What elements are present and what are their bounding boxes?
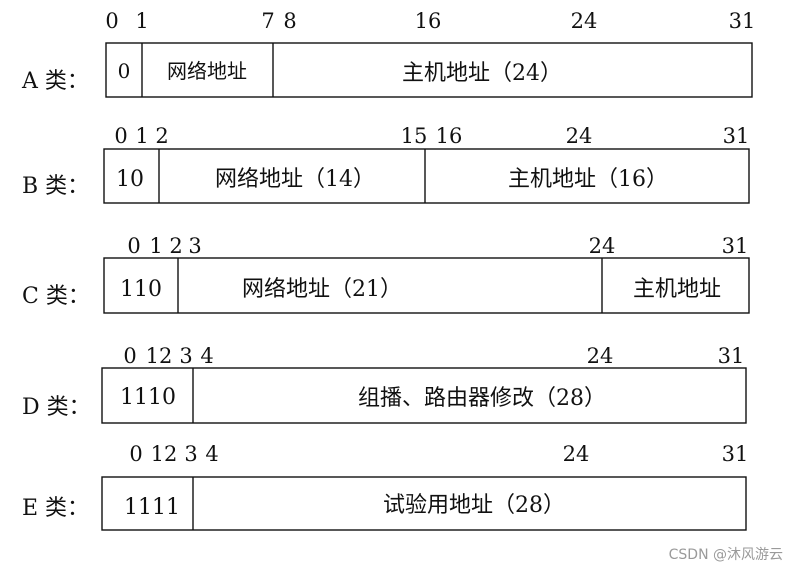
class-b-tick: 0 xyxy=(114,124,127,148)
class-a-tick: 1 xyxy=(135,9,148,33)
class-a-row: 0 1 7 8 16 24 31 A 类： 0 网络地址 主机地址（24） xyxy=(21,9,756,98)
class-b-field-prefix: 10 xyxy=(116,167,144,192)
class-d-bit-box xyxy=(101,367,747,424)
class-b-tick: 31 xyxy=(723,124,750,148)
class-d-label: D 类： xyxy=(22,395,91,420)
class-e-bit-box xyxy=(101,476,747,531)
class-e-tick: 3 xyxy=(184,442,197,466)
class-d-tick: 31 xyxy=(718,344,745,368)
class-b-bit-box xyxy=(103,148,750,204)
class-a-field-prefix: 0 xyxy=(118,59,131,83)
class-b-tick: 16 xyxy=(436,124,463,148)
class-a-label: A 类： xyxy=(21,69,89,94)
class-e-field-rest: 试验用地址（28） xyxy=(383,493,565,518)
class-d-tick: 4 xyxy=(200,344,213,368)
class-e-label: E 类： xyxy=(22,496,89,521)
class-c-bit-box xyxy=(103,257,750,314)
class-d-row: 0 12 3 4 24 31 D 类： 1110 组播、路由器修改（28） xyxy=(22,344,747,424)
class-b-tick: 2 xyxy=(155,124,168,148)
class-b-tick: 24 xyxy=(566,124,593,148)
class-c-tick: 3 xyxy=(188,234,201,258)
class-d-field-rest: 组播、路由器修改（28） xyxy=(358,386,606,411)
class-c-tick: 0 xyxy=(127,234,140,258)
class-c-tick: 31 xyxy=(722,234,749,258)
class-b-label: B 类： xyxy=(22,174,89,199)
class-c-tick: 24 xyxy=(589,234,616,258)
class-c-tick: 1 xyxy=(149,234,162,258)
class-d-field-prefix: 1110 xyxy=(120,385,176,410)
class-a-tick: 7 xyxy=(261,9,274,33)
class-e-tick: 24 xyxy=(563,442,590,466)
class-e-tick: 0 xyxy=(129,442,142,466)
class-a-tick: 0 xyxy=(105,9,118,33)
class-a-tick: 16 xyxy=(415,9,442,33)
class-e-tick: 31 xyxy=(722,442,749,466)
class-a-tick: 31 xyxy=(729,9,756,33)
class-d-tick: 3 xyxy=(179,344,192,368)
class-d-tick: 12 xyxy=(146,344,173,368)
class-b-field-host: 主机地址（16） xyxy=(508,167,668,192)
class-c-field-network: 网络地址（21） xyxy=(242,277,402,302)
class-c-tick: 2 xyxy=(169,234,182,258)
class-e-row: 0 12 3 4 24 31 E 类： 1111 试验用地址（28） xyxy=(22,442,749,531)
class-b-tick: 15 xyxy=(401,124,428,148)
class-a-field-host: 主机地址（24） xyxy=(402,61,562,86)
class-e-tick: 12 xyxy=(151,442,178,466)
class-b-tick: 1 xyxy=(135,124,148,148)
class-b-field-network: 网络地址（14） xyxy=(215,167,375,192)
class-c-field-prefix: 110 xyxy=(120,277,162,302)
class-d-tick: 0 xyxy=(123,344,136,368)
class-b-row: 0 1 2 15 16 24 31 B 类： 10 网络地址（14） 主机地址（… xyxy=(22,124,750,204)
class-e-tick: 4 xyxy=(205,442,218,466)
class-e-field-prefix: 1111 xyxy=(124,495,180,520)
class-c-label: C 类： xyxy=(22,284,90,309)
class-a-tick: 8 xyxy=(283,9,296,33)
class-c-field-host: 主机地址 xyxy=(633,277,721,302)
class-a-bit-box xyxy=(105,42,753,98)
class-a-field-network: 网络地址 xyxy=(167,59,247,83)
class-a-tick: 24 xyxy=(571,9,598,33)
class-d-tick: 24 xyxy=(587,344,614,368)
watermark-text: CSDN @沐风游云 xyxy=(669,547,783,563)
class-c-row: 0 1 2 3 24 31 C 类： 110 网络地址（21） 主机地址 xyxy=(22,234,750,314)
